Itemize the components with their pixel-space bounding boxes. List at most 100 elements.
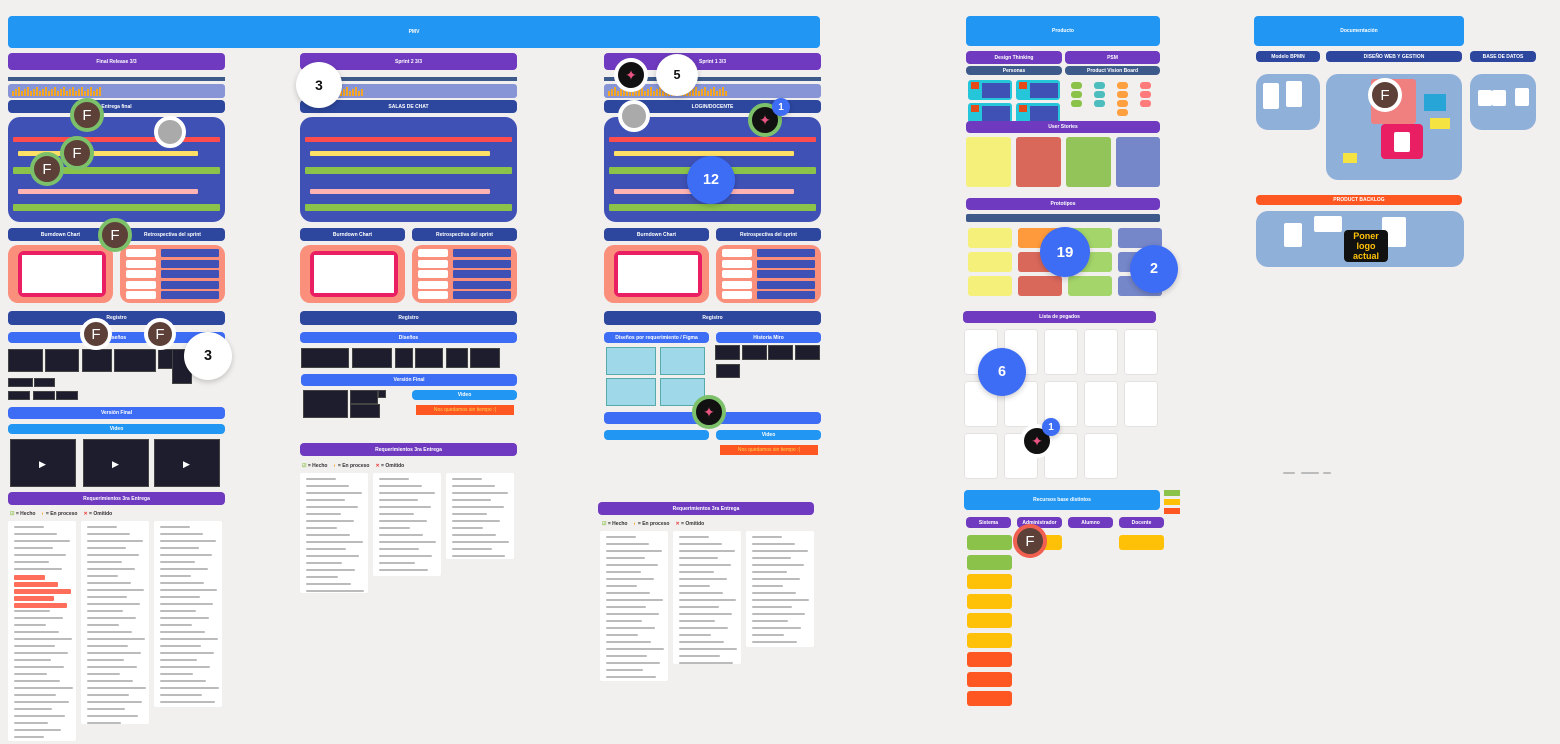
no-time-note[interactable]: Nos quedamos sin tiempo :( [416,405,514,415]
section-header[interactable]: SALAS DE CHAT [300,100,517,113]
burndown-header[interactable]: Burndown Chart [8,228,113,241]
screenshot-thumbnail[interactable] [158,349,173,369]
recursos-header[interactable]: Recursos base distintos [964,490,1160,510]
pasted-document[interactable] [965,434,997,478]
figma-thumbnail[interactable] [606,378,656,406]
requirements-header[interactable]: Requerimientos 3ra Entrega [300,443,517,456]
pvb-sticky[interactable] [1117,100,1128,107]
prototipos-header[interactable]: Prototipos [966,198,1160,210]
role-docente[interactable]: Docente [1119,517,1164,528]
requirements-card[interactable] [81,521,149,724]
pvb-sticky[interactable] [1117,109,1128,116]
screenshot-thumbnail[interactable] [350,404,380,418]
roadmap-sticky[interactable] [967,671,1012,687]
phoenix-logo-avatar[interactable]: ✦ [1020,424,1054,458]
screenshot-thumbnail[interactable] [470,348,500,368]
pvb-sticky[interactable] [1140,91,1151,98]
requirements-card[interactable] [673,531,741,664]
database-header[interactable]: BASE DE DATOS [1470,51,1536,62]
user-avatar[interactable]: F [80,318,112,350]
video-thumbnail[interactable]: ▶ [154,439,220,487]
screenshot-thumbnail[interactable] [350,390,378,404]
user-photo-avatar[interactable] [618,100,650,132]
comment-count-bubble[interactable]: 5 [656,54,698,96]
screenshot-thumbnail[interactable] [742,345,767,360]
persona-card[interactable] [968,103,1012,123]
screenshot-thumbnail[interactable] [768,345,793,360]
pvb-sticky[interactable] [1140,100,1151,107]
figma-thumbnail[interactable] [660,347,705,375]
product-backlog-header[interactable]: PRODUCT BACKLOG [1256,195,1462,205]
comment-count-bubble[interactable]: 12 [687,156,735,204]
screenshot-thumbnail[interactable] [415,348,443,368]
user-story-panel[interactable] [1016,137,1061,187]
screenshot-thumbnail[interactable] [114,349,156,372]
poner-logo-note[interactable]: Poner logo actual [1344,230,1388,262]
prototype-panel[interactable] [968,228,1012,248]
screenshot-thumbnail[interactable] [8,391,30,400]
prototype-panel[interactable] [1018,276,1062,296]
bpmn-header[interactable]: Modelo BPMN [1256,51,1320,62]
database-panel[interactable] [1470,74,1536,130]
burndown-header[interactable]: Burndown Chart [300,228,405,241]
disenos-link[interactable]: Diseños [300,332,517,343]
pasted-document[interactable] [1045,330,1077,374]
comment-count-bubble[interactable]: 6 [978,348,1026,396]
comment-count-bubble[interactable]: 3 [296,62,342,108]
video-link-a[interactable] [604,430,709,440]
screenshot-thumbnail[interactable] [395,348,413,368]
pvb-sticky[interactable] [1071,91,1082,98]
retro-panel[interactable] [120,245,225,303]
user-avatar[interactable]: F [70,98,104,132]
user-photo-avatar[interactable] [154,116,186,148]
screenshot-thumbnail[interactable] [716,364,740,378]
pvb-sticky[interactable] [1071,100,1082,107]
role-sistema[interactable]: Sistema [966,517,1011,528]
design-thinking-header[interactable]: Design Thinking [966,51,1062,64]
product-vision-board-header[interactable]: Product Vision Board [1065,66,1160,75]
comment-count-bubble[interactable]: 3 [184,332,232,380]
pvb-sticky[interactable] [1094,100,1105,107]
persona-card[interactable] [1016,80,1060,100]
roadmap-sticky[interactable] [967,632,1012,648]
retro-header[interactable]: Retrospectiva del sprint [716,228,821,241]
psm-header[interactable]: PSM [1065,51,1160,64]
pasted-document[interactable] [1125,330,1157,374]
screenshot-thumbnail[interactable] [352,348,392,368]
sprint-header[interactable]: Sprint 2 3/3 [300,53,517,70]
comment-count-bubble[interactable]: 19 [1040,227,1090,277]
roadmap-sticky[interactable] [1119,535,1164,550]
pmv-frame-header[interactable]: PMV [8,16,820,48]
registro-header[interactable]: Registro [300,311,517,325]
pasted-document[interactable] [1085,382,1117,426]
disenos-link[interactable]: Diseños por requerimiento / Figma [604,332,709,343]
burndown-panel[interactable] [8,245,113,303]
burndown-header[interactable]: Burndown Chart [604,228,709,241]
user-stories-header[interactable]: User Stories [966,121,1160,133]
product-backlog-panel[interactable]: Poner logo actual [1256,211,1464,267]
requirements-card[interactable] [300,473,368,593]
video-link[interactable]: Video [716,430,821,440]
documentacion-frame-header[interactable]: Documentación [1254,16,1464,46]
pvb-sticky[interactable] [1094,82,1105,89]
requirements-card[interactable] [154,521,222,707]
bpmn-panel[interactable] [1256,74,1320,130]
user-story-panel[interactable] [1066,137,1111,187]
prototype-panel[interactable] [1068,276,1112,296]
registro-header[interactable]: Registro [604,311,821,325]
screenshot-thumbnail[interactable] [301,348,349,368]
screenshot-thumbnail[interactable] [446,348,468,368]
screenshot-thumbnail[interactable] [715,345,740,360]
screenshot-thumbnail[interactable] [82,349,112,372]
pasted-document[interactable] [1085,330,1117,374]
screenshot-thumbnail[interactable] [34,378,55,387]
registro-header[interactable]: Registro [8,311,225,325]
screenshot-thumbnail[interactable] [45,349,79,372]
role-administrador[interactable]: Administrador [1017,517,1062,528]
role-alumno[interactable]: Alumno [1068,517,1113,528]
section-header[interactable]: Entrega final [8,100,225,113]
sprint-header[interactable]: Final Release 3/3 [8,53,225,70]
web-design-header[interactable]: DISEÑO WEB Y GESTION [1326,51,1462,62]
lista-pegados-header[interactable]: Lista de pegados [963,311,1156,323]
requirements-card[interactable] [746,531,814,647]
